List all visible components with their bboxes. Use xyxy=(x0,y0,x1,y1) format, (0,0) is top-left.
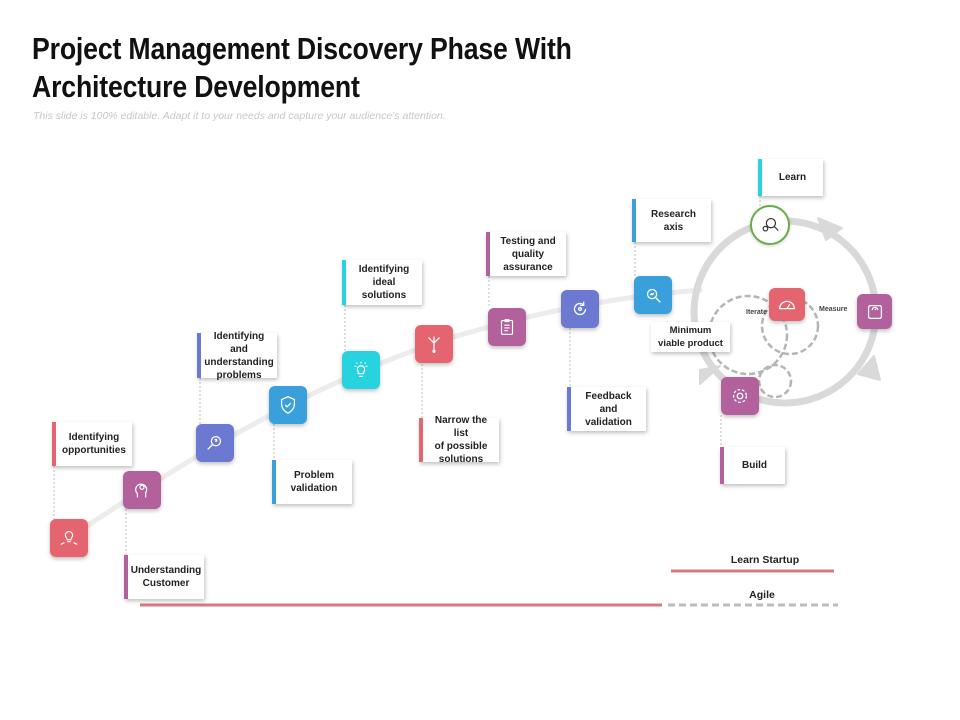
refresh-cycle-icon xyxy=(573,301,587,316)
search-gears-icon xyxy=(762,217,779,232)
step-tile-7 xyxy=(488,308,526,346)
page-title: Project Management Discovery Phase With … xyxy=(32,31,572,104)
head-gears-icon xyxy=(135,483,148,498)
idea-bulb-icon xyxy=(354,361,368,378)
scale-tile xyxy=(857,294,892,329)
search-chart-icon xyxy=(646,288,661,303)
measure-text: Measure xyxy=(819,306,848,313)
magnifier-question-icon xyxy=(207,435,222,450)
funnel-arrows-icon xyxy=(428,336,440,353)
step-tile-9 xyxy=(634,276,672,314)
shield-check-icon xyxy=(280,396,296,414)
learn-label: Learn xyxy=(758,159,823,196)
step-tile-1 xyxy=(50,519,88,557)
clipboard-checklist-icon xyxy=(500,319,514,335)
iterate-text: Iterate xyxy=(746,309,768,316)
mvp-label: Minimum viable product xyxy=(651,322,730,352)
step-tile-5 xyxy=(342,351,380,389)
step-label-4: Problem validation xyxy=(272,460,352,504)
step-label-5: Identifying ideal solutions xyxy=(342,260,422,305)
step-label-8: Feedback and validation xyxy=(567,387,646,431)
build-label: Build xyxy=(720,447,785,484)
step-label-9: Research axis xyxy=(632,199,711,242)
gauge-icon xyxy=(779,300,795,309)
weight-scale-icon xyxy=(867,304,882,319)
step-tile-4 xyxy=(269,386,307,424)
learn-startup-legend: Learn Startup xyxy=(730,554,800,566)
measure-tile xyxy=(769,288,805,321)
step-tile-8 xyxy=(561,290,599,328)
step-label-6: Narrow the list of possible solutions xyxy=(419,415,499,465)
step-tile-6 xyxy=(415,325,453,363)
step-label-1: Identifying opportunities xyxy=(52,422,132,466)
step-label-2: Understanding Customer xyxy=(124,555,204,599)
build-tile xyxy=(721,377,759,415)
agile-legend: Agile xyxy=(749,589,775,601)
step-tile-3 xyxy=(196,424,234,462)
lightbulb-hands-icon xyxy=(60,530,78,545)
page-subtitle: This slide is 100% editable. Adapt it to… xyxy=(33,110,446,122)
step-label-7: Testing and quality assurance xyxy=(486,232,566,276)
learn-tile xyxy=(750,205,790,245)
step-label-3: Identifying and understanding problems xyxy=(197,331,277,381)
connector-lines xyxy=(53,196,761,556)
gear-cycle-icon xyxy=(732,388,748,404)
step-tile-2 xyxy=(123,471,161,509)
